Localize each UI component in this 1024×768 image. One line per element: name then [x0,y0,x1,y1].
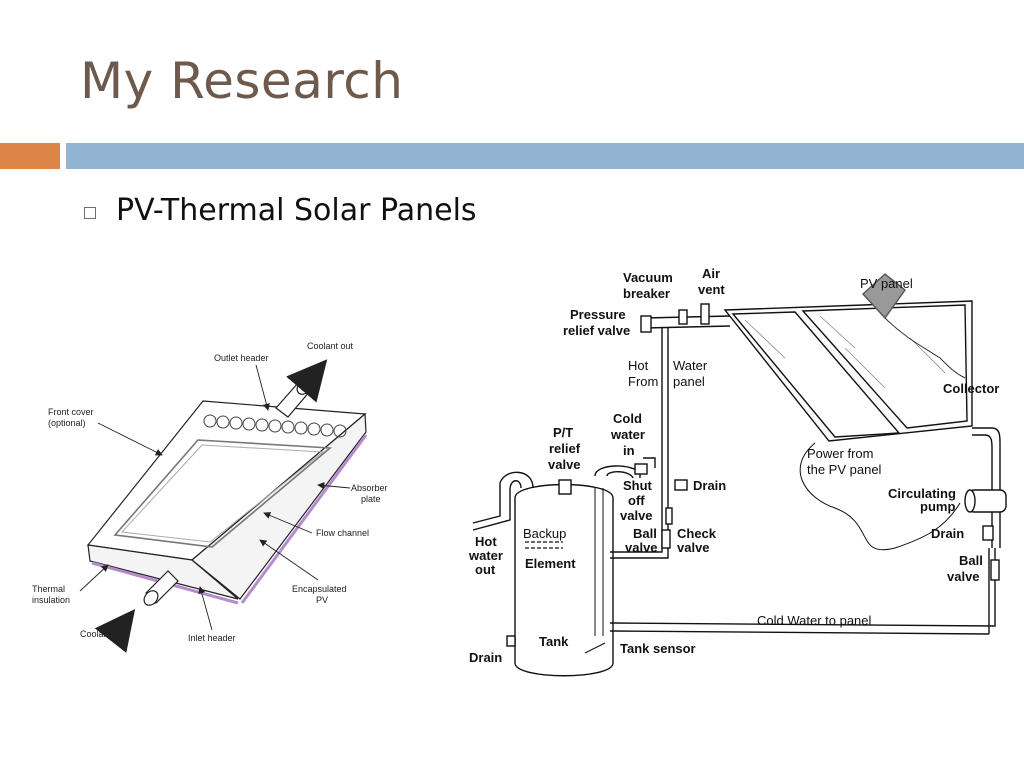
panel-label: panel [673,374,705,389]
ball-valve-left-label-2: valve [625,540,658,555]
collector-label: Collector [943,381,999,396]
absorber-plate-label: Absorber [351,483,388,493]
solar-water-system-diagram: Vacuum breaker Air vent PV panel Pressur… [468,266,1007,677]
pv-panel-label: PV panel [860,276,913,291]
hot-water-pipe [610,328,669,559]
collector-body [86,400,368,605]
coolant-in-label: Coolant in [80,629,121,639]
check-valve [665,507,673,525]
cold-water-in-label-3: in [623,443,635,458]
hot-label: Hot [628,358,649,373]
pt-relief-label: P/T [553,425,573,440]
front-cover-optional-label: (optional) [48,418,86,428]
ball-valve-left [661,529,671,549]
pressure-relief-valve [640,315,652,333]
air-vent [700,303,710,325]
cold-water-in-label-2: water [610,427,645,442]
circulating-pump [964,489,1007,513]
shut-off-label-3: valve [620,508,653,523]
right-drain-valve [982,525,994,541]
pv-power-cable [799,442,961,551]
slide-title: My Research [80,52,404,110]
tank-drain-valve [506,635,516,647]
outlet-header-tubes [203,414,347,438]
ball-valve-left-label: Ball [633,526,657,541]
pt-relief-valve [558,479,572,495]
power-from-label: Power from [807,446,873,461]
vacuum-breaker-label-2: breaker [623,286,670,301]
check-valve-label-2: valve [677,540,710,555]
coolant-in-arrow [94,609,136,653]
hot-water-out-label: Hot [475,534,497,549]
right-ball-valve [990,559,1000,581]
ball-valve-right-label-2: valve [947,569,980,584]
vacuum-breaker-label: Vacuum [623,270,673,285]
accent-bar-blue [66,143,1024,169]
cold-water-in-label: Cold [613,411,642,426]
drain-right-label: Drain [931,526,964,541]
circulating-pump-label: Circulating [888,486,956,501]
water-label: Water [673,358,708,373]
coolant-inlet-pipe [143,570,179,606]
pressure-relief-label-2: relief valve [563,323,630,338]
backup-label: Backup [523,526,566,541]
outlet-header-label: Outlet header [214,353,269,363]
drain-bottom-label: Drain [469,650,502,665]
accent-bar-orange [0,143,60,169]
inlet-header-label: Inlet header [188,633,236,643]
square-bullet-icon [84,207,96,219]
power-pv-label: the PV panel [807,462,882,477]
circulating-pump-label-2: pump [920,499,955,514]
hot-water-out-label-3: out [475,562,496,577]
thermal-insulation-label-2: insulation [32,595,70,605]
bullet-text: PV-Thermal Solar Panels [116,193,477,228]
shut-off-label: Shut [623,478,653,493]
pt-relief-label-3: valve [548,457,581,472]
vacuum-breaker [678,309,688,325]
pv-panel-module [862,273,906,320]
tank-label: Tank [539,634,569,649]
drain-top-label: Drain [693,478,726,493]
cold-water-to-panel-label: Cold Water to panel [757,613,872,628]
absorber-plate-label-2: plate [361,494,381,504]
pt-relief-label-2: relief [549,441,581,456]
coolant-out-arrow [286,359,328,403]
flow-channel-label: Flow channel [316,528,369,538]
element-label: Element [525,556,576,571]
collector-panel [723,300,973,442]
shut-off-label-2: off [628,493,645,508]
air-vent-label: Air [702,266,720,281]
front-cover-label: Front cover [48,407,94,417]
hot-water-out-label-2: water [468,548,503,563]
tank-sensor-label: Tank sensor [620,641,696,656]
pvt-collector-diagram: Coolant out Outlet header Front cover (o… [32,341,388,653]
encapsulated-pv-label-2: PV [316,595,328,605]
encapsulated-pv-label: Encapsulated [292,584,347,594]
hot-from-label: From [628,374,658,389]
ball-valve-right-label: Ball [959,553,983,568]
thermal-insulation-label: Thermal [32,584,65,594]
drain-valve-top [674,479,688,491]
air-vent-label-2: vent [698,282,725,297]
check-valve-label: Check [677,526,717,541]
storage-tank [514,483,614,677]
backup-element [525,541,563,549]
coolant-out-label: Coolant out [307,341,354,351]
pressure-relief-label: Pressure [570,307,626,322]
